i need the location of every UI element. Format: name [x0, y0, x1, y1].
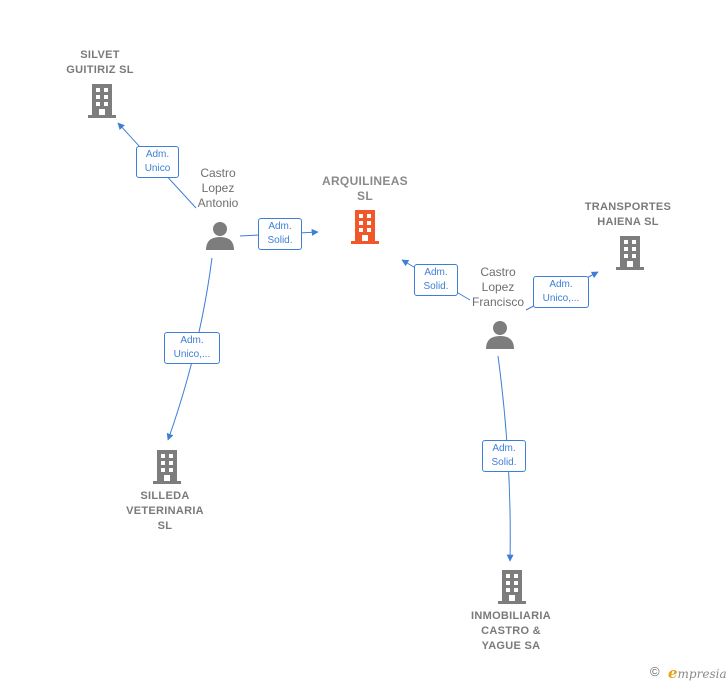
edge-label-antonio-silvet[interactable]: Adm. Unico — [136, 146, 179, 178]
brand-logo[interactable]: empresia — [668, 664, 727, 682]
building-icon-arquilineas — [351, 210, 379, 244]
node-label-silleda[interactable]: SILLEDA VETERINARIA SL — [126, 490, 204, 532]
edge-label-antonio-silleda[interactable]: Adm. Unico,... — [164, 332, 220, 364]
person-label-antonio[interactable]: Castro Lopez Antonio — [197, 166, 239, 210]
person-icon-francisco — [486, 321, 514, 349]
edge-label-francisco-inmobiliaria[interactable]: Adm. Solid. — [482, 440, 526, 472]
building-icon-silleda — [153, 450, 181, 484]
building-icon-transportes — [616, 236, 644, 270]
building-icon-inmobiliaria — [498, 570, 526, 604]
copyright-symbol: © — [650, 664, 660, 679]
building-icon-silvet — [88, 84, 116, 118]
person-icon-antonio — [206, 222, 234, 250]
node-label-arquilineas[interactable]: ARQUILINEAS SL — [322, 174, 408, 203]
brand-rest: mpresia — [677, 667, 727, 681]
edge-label-antonio-arquilineas[interactable]: Adm. Solid. — [258, 218, 302, 250]
edge-label-francisco-arquilineas[interactable]: Adm. Solid. — [414, 264, 458, 296]
node-label-transportes[interactable]: TRANSPORTES HAIENA SL — [584, 201, 672, 228]
brand-initial: e — [668, 664, 678, 682]
node-label-inmobiliaria[interactable]: INMOBILIARIA CASTRO & YAGUE SA — [471, 610, 551, 652]
edge-label-francisco-transportes[interactable]: Adm. Unico,... — [533, 276, 589, 308]
person-label-francisco[interactable]: Castro Lopez Francisco — [471, 265, 524, 309]
node-label-silvet[interactable]: SILVET GUITIRIZ SL — [66, 49, 134, 76]
